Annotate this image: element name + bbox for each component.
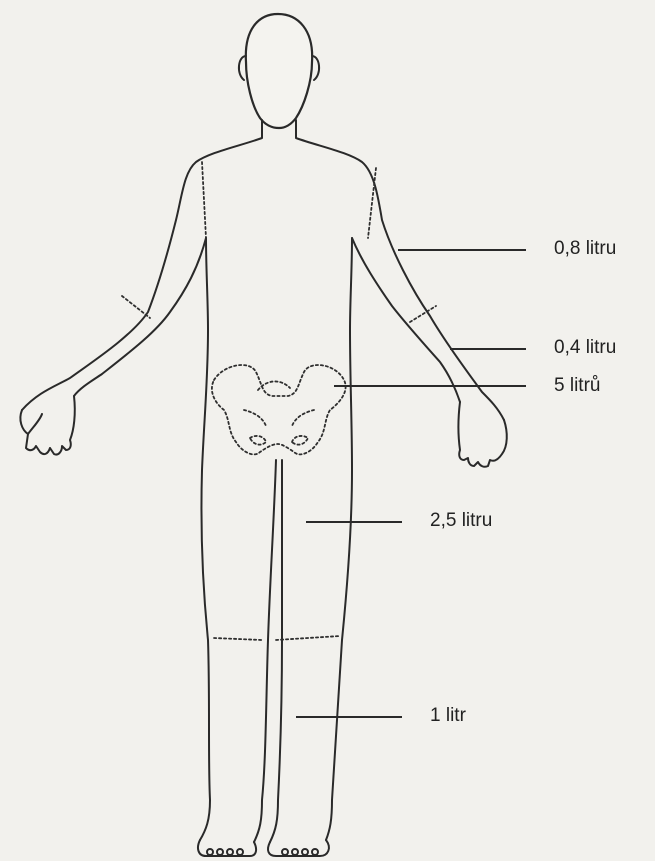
label-shoulder: 0,8 litru [554,238,616,260]
label-pelvis: 5 litrů [554,375,600,397]
segment-boundaries [122,162,436,640]
head [239,14,319,128]
label-shin: 1 litr [430,705,466,727]
label-forearm: 0,4 litru [554,337,616,359]
body-outline [20,120,506,856]
label-thigh: 2,5 litru [430,510,492,532]
leader-lines [296,250,526,717]
pelvis-bone [212,365,346,454]
